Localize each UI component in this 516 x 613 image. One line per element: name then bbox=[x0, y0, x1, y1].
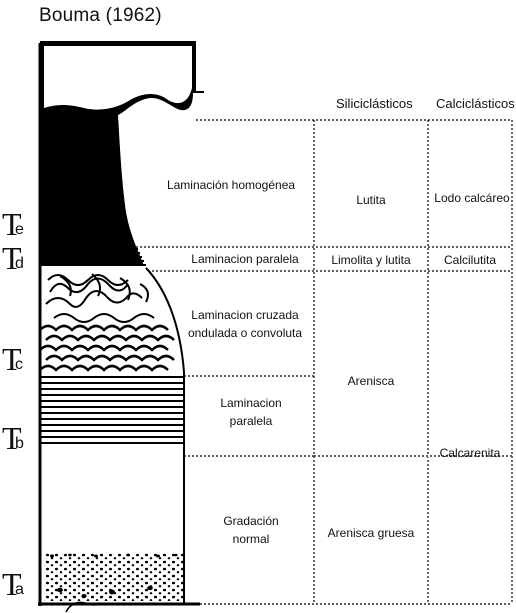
tc-convolute-laminae bbox=[46, 274, 154, 322]
header-calciclastic: Calciclásticos bbox=[436, 96, 515, 111]
te-top-white bbox=[44, 46, 192, 110]
header-siliciclastic: Siliciclásticos bbox=[336, 96, 413, 111]
ta-structure-label: Gradación normal bbox=[196, 512, 306, 548]
tabc-calciclastic: Calcarenita bbox=[428, 444, 512, 462]
tc-structure-label: Laminacion cruzada ondulada o convoluta bbox=[172, 306, 318, 342]
tbc-siliciclastic: Arenisca bbox=[316, 372, 426, 390]
tb-structure-label: Laminacion paralela bbox=[196, 394, 306, 430]
tb-parallel-laminae bbox=[40, 377, 184, 443]
ta-siliciclastic: Arenisca gruesa bbox=[314, 524, 428, 542]
te-siliciclastic: Lutita bbox=[316, 191, 426, 209]
te-structure-label: Laminación homogénea bbox=[150, 176, 312, 194]
td-structure-label: Laminacion paralela bbox=[180, 250, 310, 268]
td-siliciclastic: Limolita y lutita bbox=[314, 251, 428, 269]
td-calciclastic: Calcilutita bbox=[428, 251, 512, 269]
ta-graded-base bbox=[44, 553, 184, 601]
tc-ripple-scales bbox=[40, 326, 174, 370]
te-calciclastic: Lodo calcáreo bbox=[428, 189, 516, 207]
